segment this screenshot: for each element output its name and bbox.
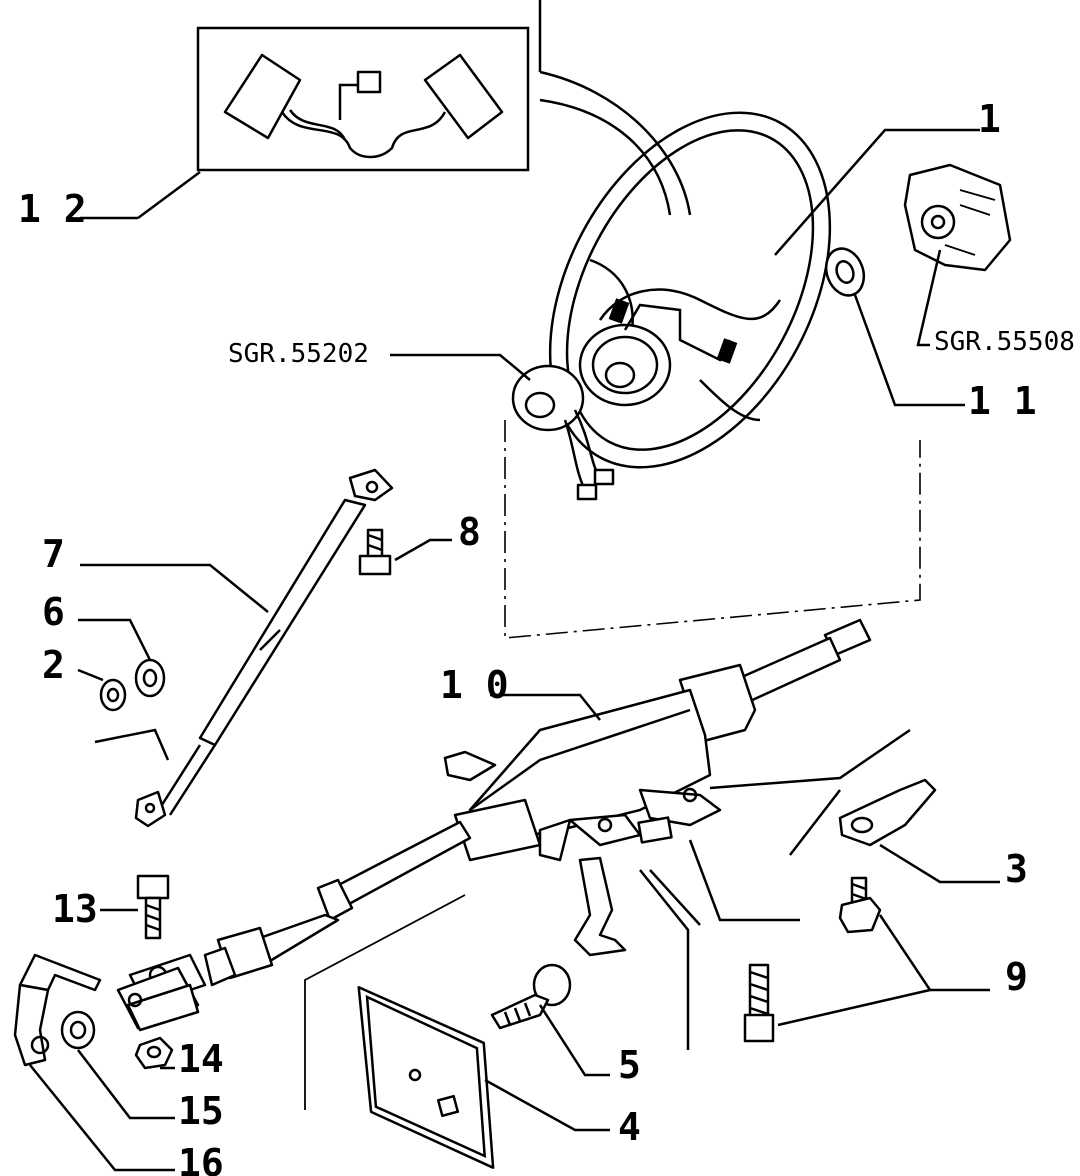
- bolt-8: [358, 528, 452, 576]
- ref-code-sgr-55508: SGR.55508: [934, 327, 1075, 357]
- callout-12: 1 2: [18, 187, 87, 231]
- callout-3: 3: [1005, 847, 1028, 891]
- leader-1: [774, 128, 980, 256]
- steering-column: [443, 618, 872, 957]
- plug-5: [490, 963, 610, 1077]
- bracket-16: [13, 953, 175, 1172]
- universal-joint: [116, 953, 207, 1032]
- callout-14: 14: [178, 1037, 224, 1081]
- ref-code-sgr-55202: SGR.55202: [228, 339, 369, 369]
- bracket-3: [838, 778, 1000, 884]
- plate-4: [304, 894, 610, 1169]
- callout-8: 8: [458, 510, 481, 554]
- callout-10: 1 0: [440, 663, 509, 707]
- callout-7: 7: [42, 532, 65, 576]
- bolt-13: [100, 874, 170, 940]
- guide-line-mid: [789, 789, 841, 856]
- bolts-9: [743, 876, 990, 1043]
- steering-wheel: [538, 0, 832, 469]
- projection-frame: [504, 420, 921, 639]
- washer-2: [77, 668, 127, 712]
- guide-line-lower-right: [688, 839, 800, 922]
- callout-2: 2: [42, 643, 65, 687]
- steering-lock-module: [903, 163, 1012, 347]
- inset-wiring-box: [80, 26, 530, 220]
- callout-11: 1 1: [968, 379, 1037, 423]
- callout-5: 5: [618, 1043, 641, 1087]
- clock-spring-module: [390, 353, 615, 501]
- callout-9: 9: [1005, 955, 1028, 999]
- stay-rod: [80, 468, 394, 828]
- callout-1: 1: [978, 97, 1001, 141]
- guide-line-lower-2: [649, 869, 701, 926]
- nut-6: [78, 618, 166, 698]
- nut-14: [134, 1036, 175, 1070]
- callout-15: 15: [178, 1089, 224, 1133]
- ring-15: [60, 1010, 175, 1120]
- guide-line-lower: [639, 869, 690, 1050]
- callout-4: 4: [618, 1105, 641, 1149]
- nut-11: [824, 247, 965, 407]
- callout-16: 16: [178, 1141, 224, 1176]
- callout-13: 13: [52, 887, 98, 931]
- callout-6: 6: [42, 590, 65, 634]
- guide-line-upper: [709, 728, 911, 790]
- intermediate-shaft: [203, 820, 472, 987]
